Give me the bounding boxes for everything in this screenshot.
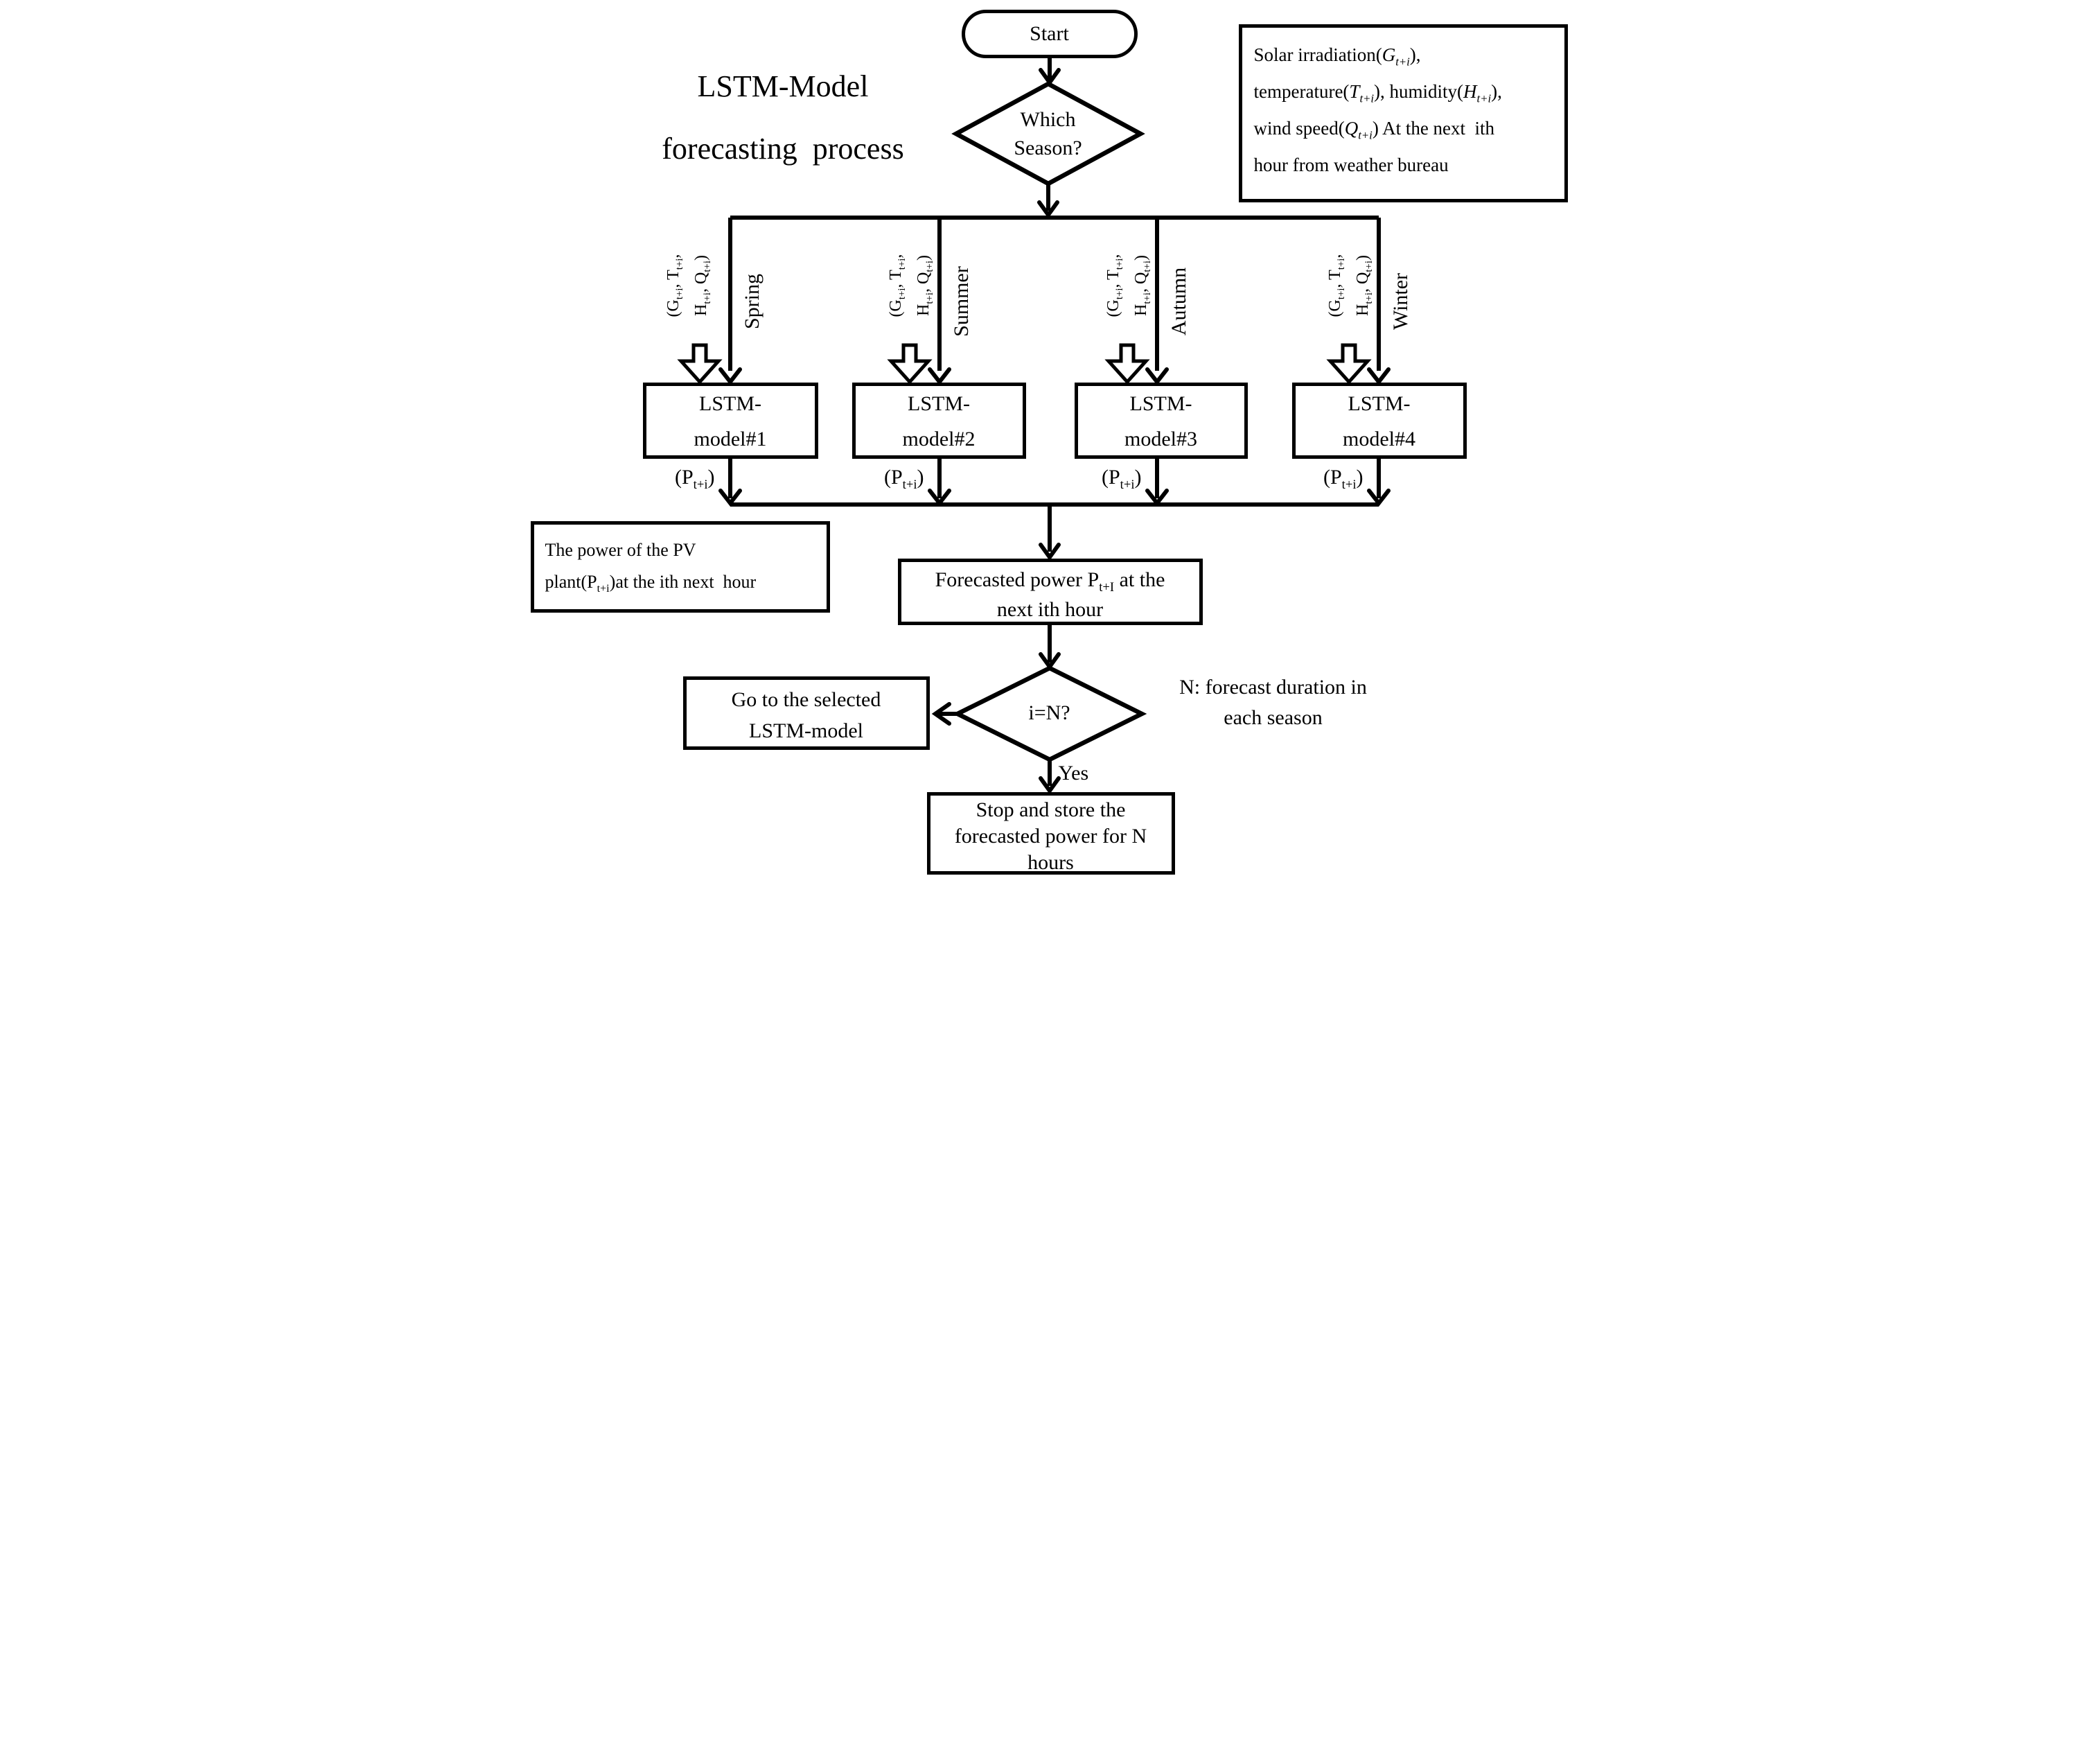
block-arrow-spring [676,343,723,385]
start-node: Start [961,10,1138,58]
inputs-label-summer: (Gt+i, Tt+i,Ht+i, Qt+i) [886,254,935,317]
arrowhead-model4 [1366,367,1391,385]
arrowhead-model1 [718,367,742,385]
lstm-model-4-label: LSTM-model#4 [1343,392,1415,450]
lstm-model-4-box: LSTM-model#4 [1291,383,1467,459]
season-label-summer: Summer [949,266,973,337]
i-equals-n-label: i=N? [1028,701,1070,724]
lstm-model-3-label: LSTM-model#3 [1124,392,1197,450]
lstm-model-1-label: LSTM-model#1 [694,392,767,450]
output-label-model1: (Pt+i) [674,466,715,492]
season-label-winter: Winter [1388,272,1412,331]
inputs-label-spring: (Gt+i, Tt+i,Ht+i, Qt+i) [664,254,713,317]
inputs-label-autumn: (Gt+i, Tt+i,Ht+i, Qt+i) [1104,254,1153,317]
arrowhead-forecasted [1038,543,1061,561]
output-label-model3: (Pt+i) [1101,466,1142,492]
lstm-model-3-box: LSTM-model#3 [1074,383,1248,459]
weather-inputs-box: Solar irradiation(Gt+i),temperature(Tt+i… [1238,24,1568,202]
block-arrow-winter [1325,343,1372,385]
yes-edge-label: Yes [1058,762,1089,785]
lstm-model-2-box: LSTM-model#2 [852,383,1026,459]
arrowhead-season [1038,68,1061,87]
season-label-autumn: Autumn [1167,267,1190,336]
season-label-spring: Spring [740,274,764,330]
arrowhead-model3 [1145,367,1169,385]
block-arrow-autumn [1104,343,1150,385]
weather-inputs-text: Solar irradiation(Gt+i),temperature(Tt+i… [1253,44,1502,175]
block-arrow-summer [886,343,933,385]
arrowhead-collector2 [927,489,951,507]
arrowhead-stop [1038,776,1061,795]
arrowhead-collector1 [718,489,742,507]
arrowhead-branches [1036,200,1059,219]
arrowhead-model2 [927,367,951,385]
arrowhead-check [1038,652,1061,671]
arrowhead-collector3 [1145,489,1169,507]
output-label-model2: (Pt+i) [883,466,924,492]
lstm-model-2-label: LSTM-model#2 [902,392,976,450]
lstm-model-1-box: LSTM-model#1 [642,383,818,459]
output-label-model4: (Pt+i) [1323,466,1364,492]
start-label: Start [1030,22,1069,45]
arrowhead-collector4 [1366,489,1391,507]
arrowhead-goto [931,702,951,726]
